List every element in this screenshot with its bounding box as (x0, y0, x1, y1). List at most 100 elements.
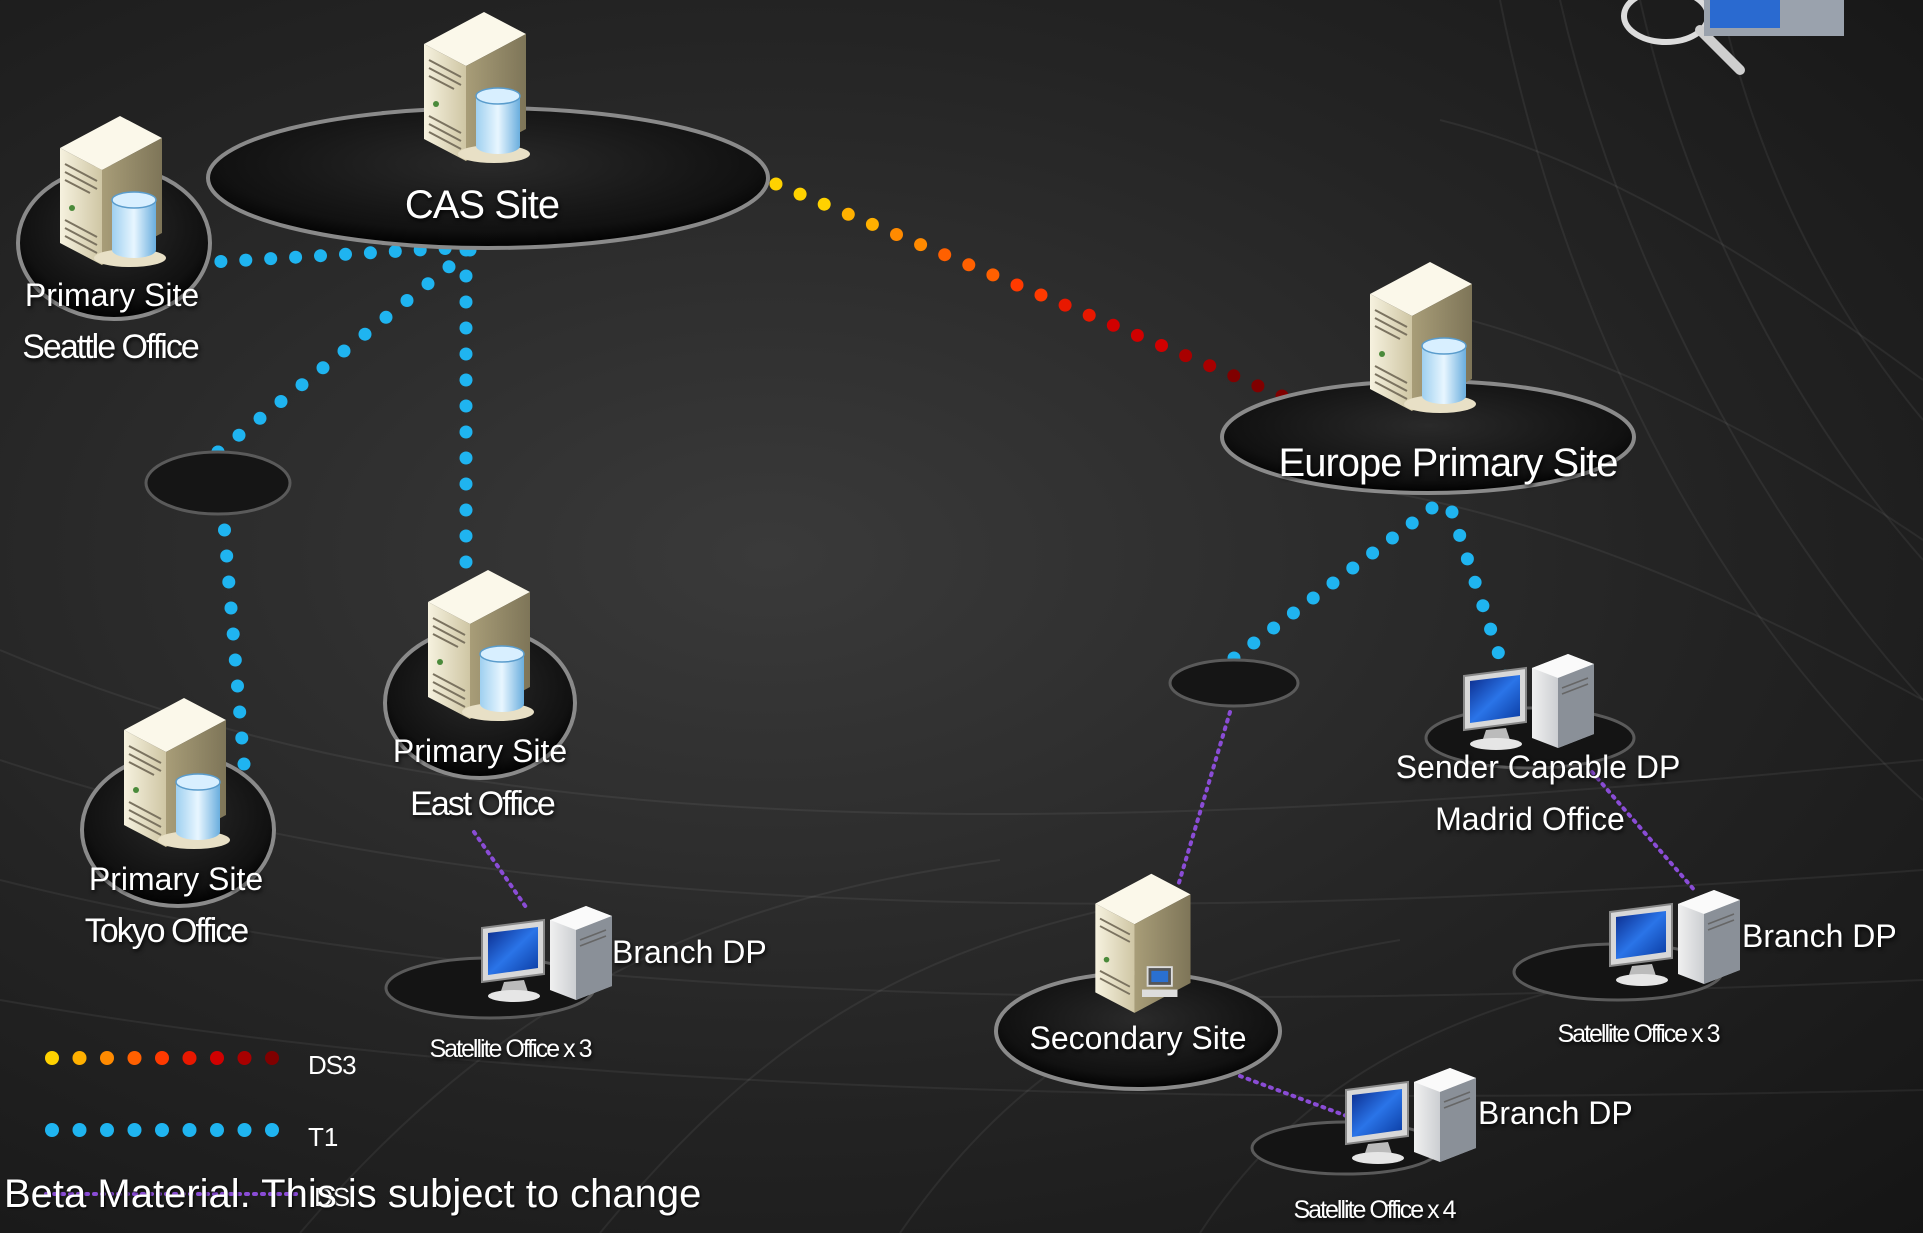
t1-link-dot (421, 277, 435, 291)
ds3-link-dot (938, 248, 952, 262)
t1-link-dot (233, 705, 247, 719)
ds3-link-dot (1010, 278, 1024, 292)
t1-link-dot (232, 428, 246, 442)
madrid-dp-type-label: Sender Capable DP (1396, 749, 1681, 785)
t1-link-dot (224, 601, 238, 615)
ds3-link-dot (962, 258, 976, 272)
europe-site-label: Europe Primary Site (1279, 441, 1618, 485)
t1-link-dot (1453, 528, 1467, 542)
t1-link-dot (1468, 575, 1482, 589)
legend-ds3-dot (237, 1051, 252, 1065)
beta-disclaimer: Beta Material. This is subject to change (4, 1172, 702, 1216)
legend-t1-dots (45, 1123, 279, 1137)
t1-link-dot (363, 246, 377, 260)
east-satellite-caption: Satellite Office x 3 (429, 1035, 591, 1063)
legend-t1-dot (127, 1123, 142, 1137)
t1-link-dot (1460, 552, 1474, 566)
t1-link-dot (264, 252, 278, 266)
legend-ds3-dot (265, 1051, 279, 1065)
t1-link-dot (459, 451, 473, 465)
t1-link-dot (231, 679, 244, 693)
t1-link-dot (1286, 606, 1300, 620)
t1-link-dot (253, 411, 267, 425)
t1-link-dot (222, 575, 236, 589)
ds3-link-dot (793, 187, 807, 201)
legend-t1-label: T1 (308, 1122, 338, 1152)
lan-link (1238, 1074, 1354, 1120)
east-office-label: East Office (410, 785, 555, 823)
legend: DS3 T1 DS (44, 1050, 357, 1212)
t1-link-dot (1306, 591, 1320, 605)
t1-link-dot (459, 529, 473, 543)
legend-ds3-dots (45, 1051, 279, 1065)
t1-link-dot (459, 477, 473, 491)
ds3-link-dot (1251, 379, 1265, 393)
seattle-office-label: Seattle Office (22, 328, 199, 366)
ds3-link-dot (1106, 318, 1120, 332)
legend-t1-dot (72, 1123, 87, 1137)
ds3-link-dot (1179, 349, 1193, 363)
t1-link-dot (1326, 576, 1340, 590)
t1-link-dot (459, 555, 473, 569)
ds3-link-dot (986, 268, 1000, 282)
t1-link-dot (1445, 505, 1459, 519)
legend-overlap-fragment: DS (314, 1182, 350, 1212)
legend-ds3-dot (45, 1051, 59, 1065)
site-platforms (16, 106, 1724, 1176)
ds3-link-dot (769, 177, 783, 191)
ds3-link-dot (817, 197, 831, 211)
t1-link-dot (337, 344, 351, 358)
t1-link-dot (237, 757, 251, 771)
ds3-link-cas-europe (769, 177, 1289, 403)
ds3-link-dot (1082, 308, 1096, 322)
legend-ds3-dot (155, 1051, 169, 1065)
ds3-link-dot (1058, 298, 1072, 312)
t1-link-dot (214, 255, 228, 268)
t1-link-dot (358, 327, 372, 341)
seattle-site-type-label: Primary Site (25, 277, 199, 313)
lan-link (472, 830, 530, 912)
legend-t1-dot (155, 1123, 169, 1137)
t1-link-dot (235, 731, 249, 745)
east-site-type-label: Primary Site (393, 733, 567, 769)
t1-link-dot (239, 253, 253, 267)
t1-link-dot (295, 378, 309, 392)
t1-link-dot (339, 247, 352, 261)
t1-link-dot (459, 425, 473, 439)
t1-link-dot (1346, 561, 1360, 575)
t1-link-dot (289, 250, 303, 264)
t1-link-dot (1425, 501, 1439, 515)
t1-link-dot (226, 627, 240, 641)
t1-link-dot (459, 295, 473, 309)
madrid-satellite-caption: Satellite Office x 3 (1557, 1020, 1719, 1048)
secondary-branch-dp-label: Branch DP (1478, 1095, 1633, 1131)
legend-ds3-label: DS3 (308, 1050, 356, 1080)
t1-link-dot (1476, 599, 1490, 613)
ds3-link-dot (1155, 339, 1168, 352)
t1-link-dot (459, 399, 473, 413)
t1-link-dot (274, 395, 288, 408)
ds3-link-dot (914, 238, 928, 252)
east-branch-dp-label: Branch DP (612, 934, 767, 970)
t1-link-dot (459, 321, 473, 335)
cas-site-label: CAS Site (405, 183, 559, 227)
east-server-icon (427, 569, 535, 722)
secondary-site-label: Secondary Site (1029, 1020, 1246, 1056)
t1-link-dot (459, 269, 473, 283)
legend-t1-dot (100, 1123, 114, 1137)
t1-link-dot (442, 260, 456, 274)
ds3-link-dot (865, 217, 879, 231)
t1-link-dot (314, 249, 327, 263)
legend-ds3-dot (182, 1051, 197, 1065)
secondary-server-icon (1094, 872, 1192, 1014)
legend-ds3-dot (100, 1051, 114, 1065)
legend-t1-dot (210, 1123, 224, 1137)
t1-link-dot (220, 549, 234, 563)
seattle-server-icon (59, 115, 167, 268)
t1-link-dot (459, 347, 473, 361)
lan-link (1590, 770, 1698, 894)
t1-link-dot (459, 373, 473, 387)
corner-monitor-icon (1621, 0, 1844, 75)
t1-link-dot (1267, 621, 1281, 635)
t1-link-dot (1366, 546, 1380, 560)
